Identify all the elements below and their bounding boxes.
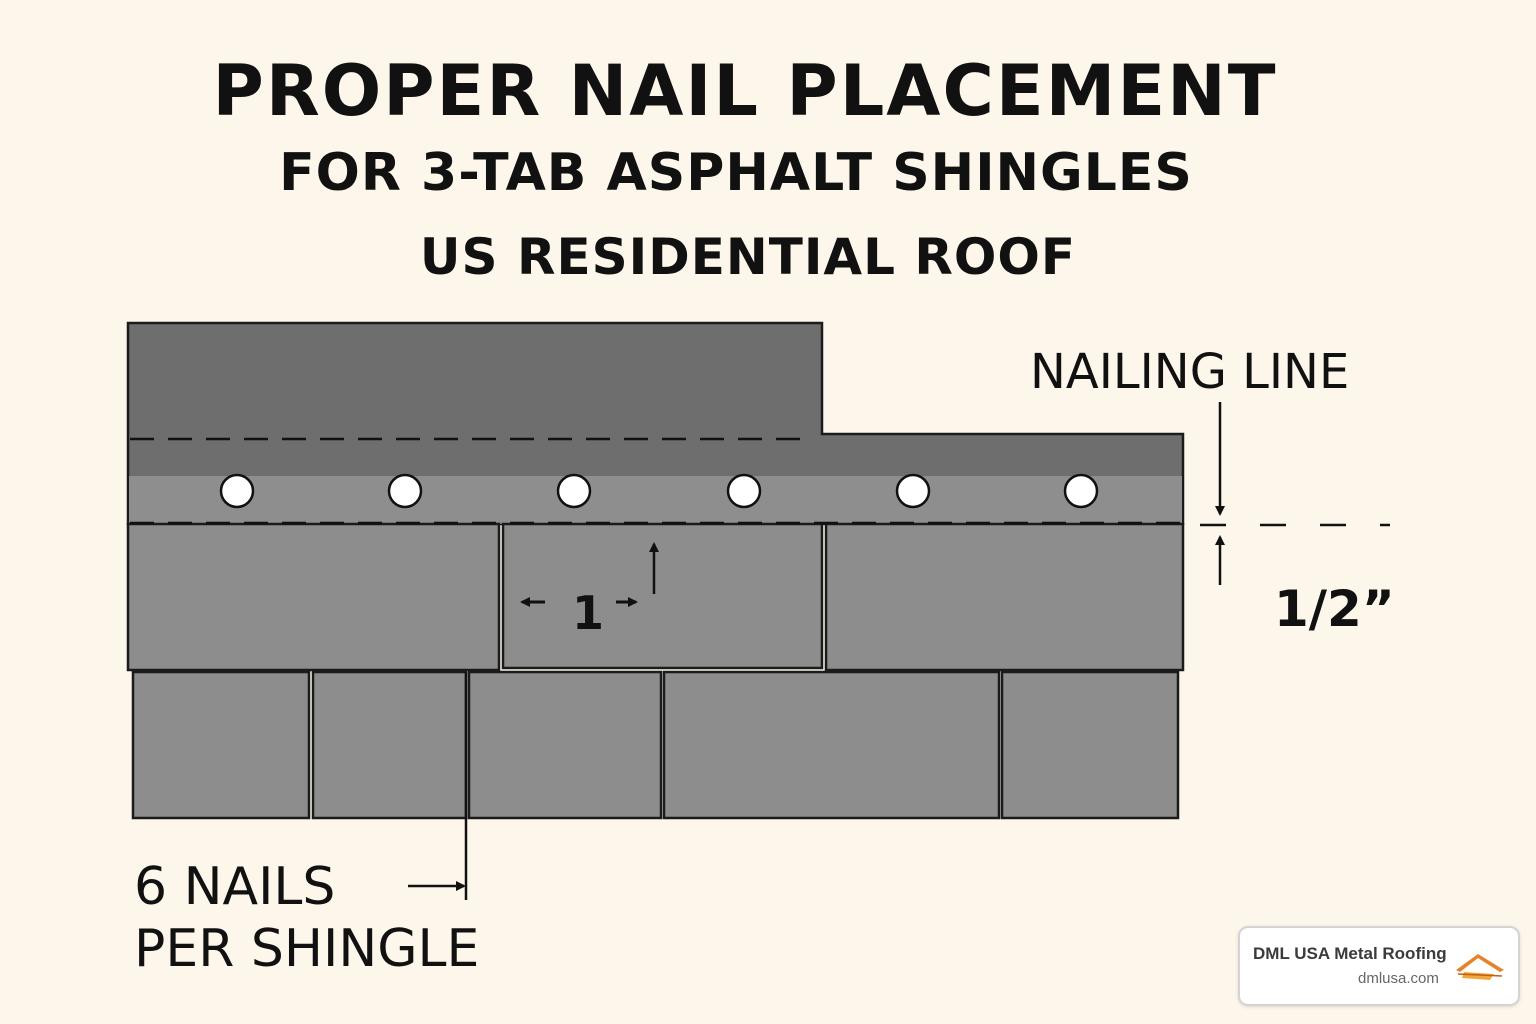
- bottom-tab-2: [311, 670, 468, 820]
- bottom-tab-5: [1000, 670, 1180, 820]
- nail-5: [895, 473, 931, 509]
- tab-width-label: 1: [572, 586, 605, 640]
- nail-4: [726, 473, 762, 509]
- brand-name: DML USA Metal Roofing: [1253, 944, 1447, 963]
- nails: [219, 473, 1099, 509]
- bottom-tab-3: [467, 670, 663, 820]
- roofing-logo-icon: [1456, 954, 1504, 980]
- brand-card[interactable]: DML USA Metal Roofing dmlusa.com: [1238, 926, 1520, 1006]
- per-shingle-text: PER SHINGLE: [134, 919, 480, 979]
- middle-tab-left: [126, 522, 501, 672]
- nailing-line-label: NAILING LINE: [1030, 344, 1350, 400]
- brand-url[interactable]: dmlusa.com: [1358, 970, 1439, 987]
- nail-2: [387, 473, 423, 509]
- nails-count-text: 6 NAILS: [134, 857, 336, 917]
- bottom-tab-1: [131, 670, 311, 820]
- page-subtitle: FOR 3-TAB ASPHALT SHINGLES: [279, 143, 1193, 203]
- nail-1: [219, 473, 255, 509]
- nails-per-shingle-label: 6 NAILS PER SHINGLE: [134, 856, 479, 980]
- nailing-strip: [129, 476, 1182, 524]
- middle-tab-center: [501, 522, 824, 670]
- middle-tab-right: [824, 522, 1185, 672]
- gap-measurement-label: 1/2”: [1274, 580, 1395, 638]
- bottom-tab-4: [662, 670, 1001, 820]
- page-subtitle-roof-type: US RESIDENTIAL ROOF: [419, 228, 1077, 286]
- nail-3: [556, 473, 592, 509]
- page-title: PROPER NAIL PLACEMENT: [212, 50, 1278, 132]
- nail-6: [1063, 473, 1099, 509]
